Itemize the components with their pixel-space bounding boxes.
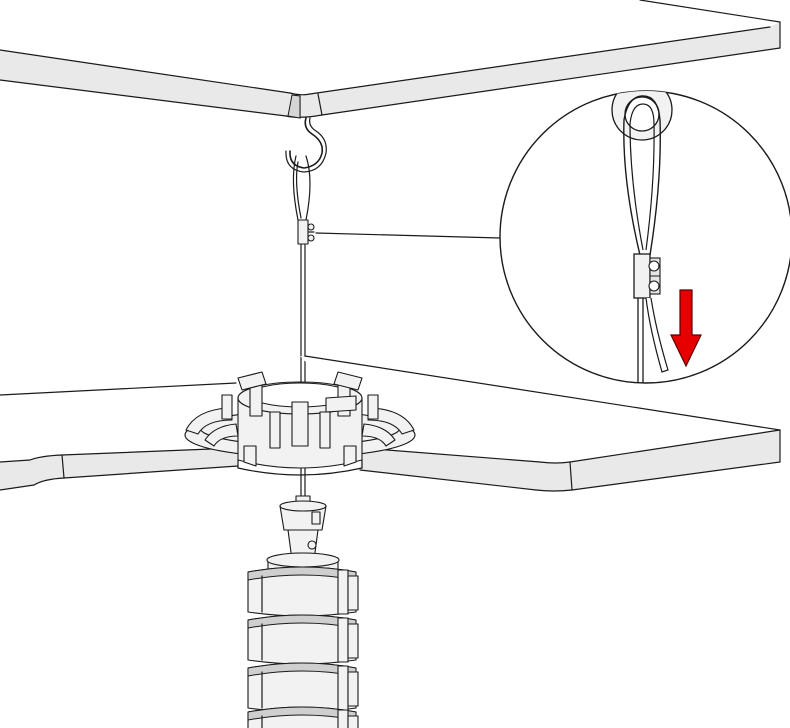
callout-clamp (633, 253, 661, 299)
luminaire-segment (247, 706, 359, 728)
luminaire-segment (247, 662, 359, 713)
callout-wire-tail (637, 297, 669, 383)
pendant-luminaire-body (247, 552, 359, 728)
callout-leader-line (315, 232, 501, 239)
ceiling-tile (0, 355, 781, 492)
ceiling-panel (0, 0, 781, 119)
cable-connector (279, 495, 327, 561)
ceiling-hook-icon (285, 117, 327, 173)
callout-hook-eye (611, 91, 673, 141)
callout-wire-loop (623, 95, 661, 256)
luminaire-segment (247, 614, 359, 665)
mounting-ring (184, 371, 416, 476)
detail-callout (499, 90, 790, 384)
down-arrow-icon (670, 289, 702, 368)
luminaire-segment (247, 566, 359, 617)
wire-clamp-icon (297, 219, 315, 245)
